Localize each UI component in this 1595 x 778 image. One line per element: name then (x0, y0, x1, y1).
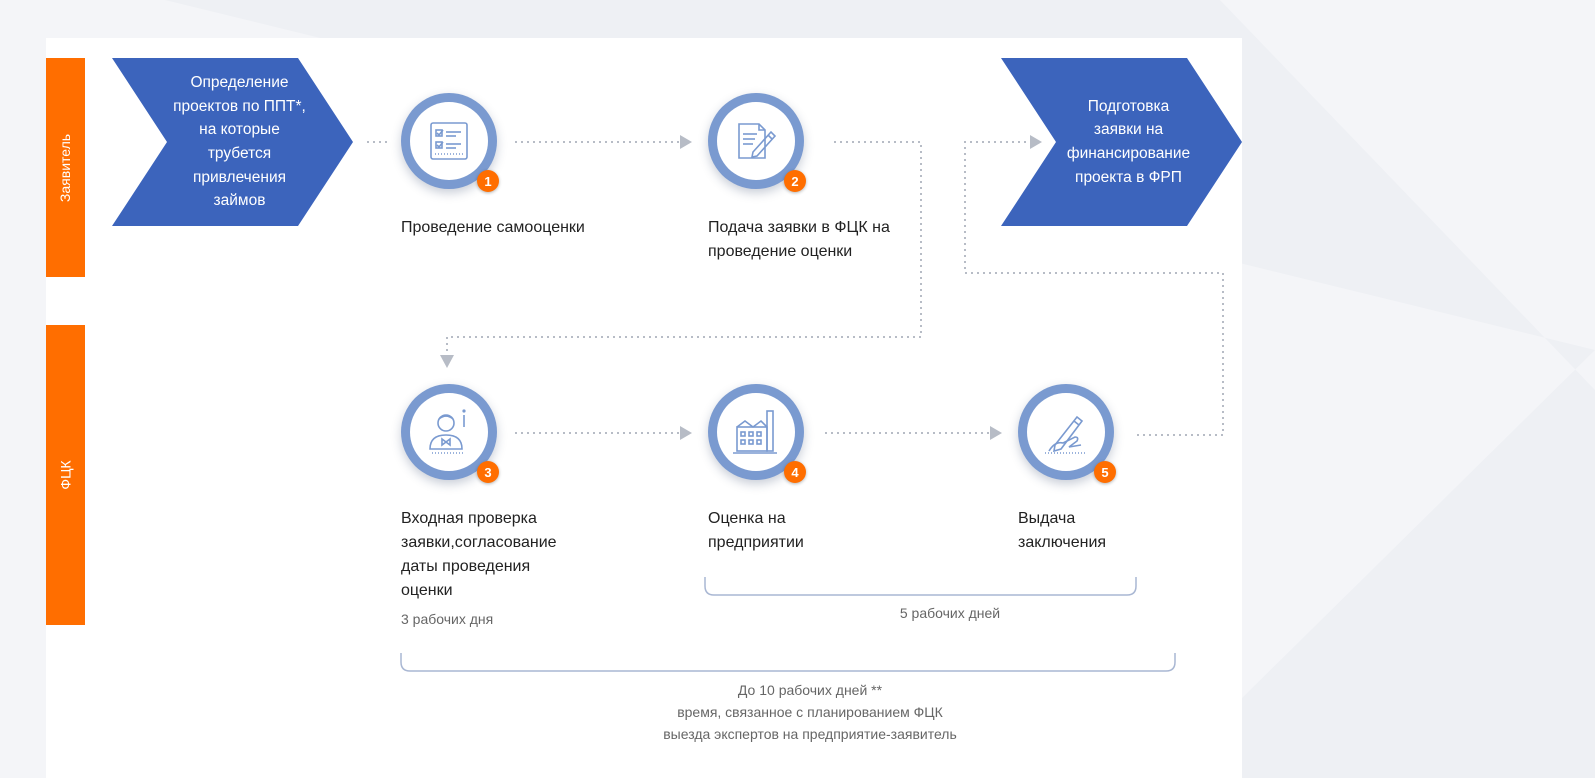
step-5-label: Выдача заключения (1018, 510, 1107, 551)
lane-applicant-label: Заявитель (57, 133, 74, 202)
lane-fck-label: ФЦК (57, 460, 74, 490)
steps-4-5-duration: 5 рабочих дней (899, 605, 1001, 621)
step-5-circle: 5 (1018, 384, 1116, 483)
person-info-icon (429, 409, 466, 454)
factory-icon (733, 410, 777, 454)
document-pen-icon (738, 123, 777, 159)
step-2-badge: 2 (784, 170, 806, 192)
step-1-badge: 1 (477, 170, 499, 192)
step-4-circle: 4 (708, 384, 806, 483)
total-duration-line-3: выезда экспертов на предприятие-заявител… (663, 726, 957, 742)
start-chevron-text: Определение проектов по ППТ*, на которые… (173, 74, 306, 210)
step-4-label: Оценка на предприятии (708, 510, 804, 551)
end-chevron-text: Подготовка заявки на финансирование прое… (1066, 97, 1191, 186)
step-1-circle: 1 (401, 93, 499, 192)
checklist-icon (430, 122, 468, 160)
signing-hand-icon (1045, 415, 1085, 454)
step-3-label: Входная проверка заявки,согласование дат… (401, 510, 557, 599)
step-2-label: Подача заявки в ФЦК на проведение оценки (708, 219, 890, 260)
lane-applicant: Заявитель (46, 58, 85, 277)
step-4-badge: 4 (784, 461, 806, 483)
step-2-circle: 2 (708, 93, 806, 192)
step-3-duration: 3 рабочих дня (401, 611, 494, 627)
total-duration-line-2: время, связанное с планированием ФЦК (677, 704, 943, 720)
total-duration-note: До 10 рабочих дней ** время, связанное с… (600, 679, 1020, 745)
step-5-badge: 5 (1094, 461, 1116, 483)
start-chevron: Определение проектов по ППТ*, на которые… (112, 58, 353, 226)
lane-fck: ФЦК (46, 325, 85, 625)
total-duration-line-1: До 10 рабочих дней ** (737, 682, 883, 698)
step-1-label: Проведение самооценки (401, 219, 585, 236)
start-chevron-shape (112, 58, 353, 226)
end-chevron: Подготовка заявки на финансирование прое… (1001, 58, 1242, 226)
step-3-badge: 3 (477, 461, 499, 483)
step-3-circle: 3 (401, 384, 499, 483)
